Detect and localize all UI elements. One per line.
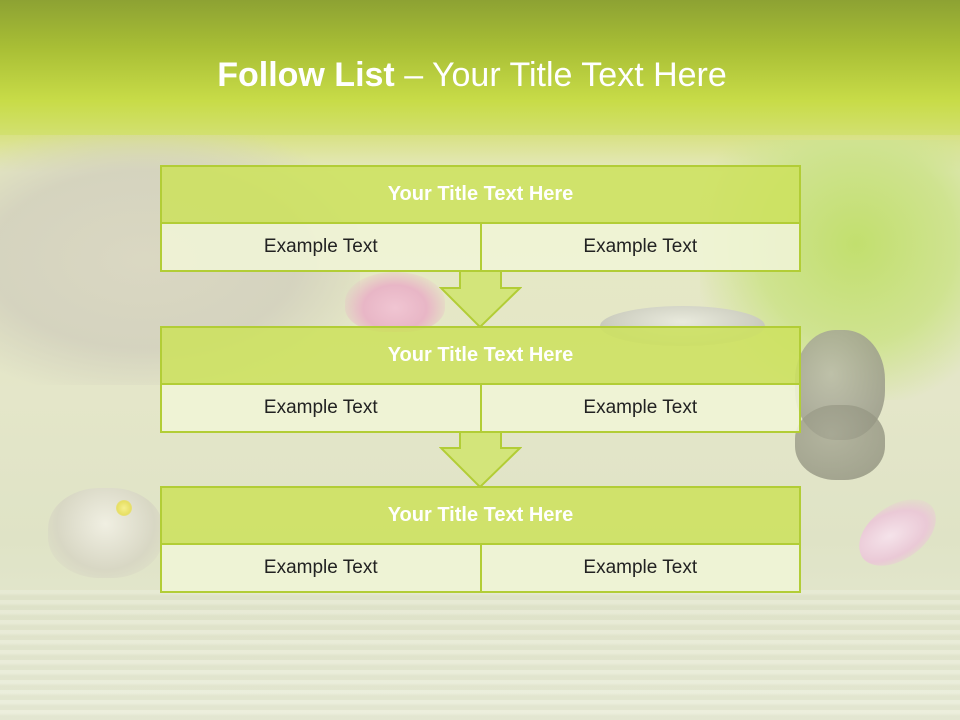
background-top-band xyxy=(0,0,960,135)
background-candle-flame xyxy=(116,500,132,516)
block-cell-left: Example Text xyxy=(162,224,480,270)
slide-title: Follow List – Your Title Text Here xyxy=(0,52,944,98)
block-row: Example Text Example Text xyxy=(162,385,799,431)
list-block-2: Your Title Text Here Example Text Exampl… xyxy=(160,326,801,433)
down-arrow-icon xyxy=(439,271,522,329)
block-cell-left: Example Text xyxy=(162,545,480,591)
background-candle xyxy=(48,488,163,578)
slide-title-rest: – Your Title Text Here xyxy=(394,56,727,94)
background-petal xyxy=(847,489,948,576)
block-cell-right: Example Text xyxy=(479,224,799,270)
list-block-3: Your Title Text Here Example Text Exampl… xyxy=(160,486,801,593)
block-cell-left: Example Text xyxy=(162,385,480,431)
down-arrow-icon xyxy=(439,431,522,489)
background-flower xyxy=(345,272,445,332)
block-cell-right: Example Text xyxy=(479,545,799,591)
block-row: Example Text Example Text xyxy=(162,545,799,591)
block-title: Your Title Text Here xyxy=(162,488,799,545)
block-title: Your Title Text Here xyxy=(162,167,799,224)
slide-title-bold: Follow List xyxy=(217,56,395,94)
background-water xyxy=(0,590,960,720)
background-stone xyxy=(795,405,885,480)
block-title: Your Title Text Here xyxy=(162,328,799,385)
block-cell-right: Example Text xyxy=(479,385,799,431)
list-block-1: Your Title Text Here Example Text Exampl… xyxy=(160,165,801,272)
block-row: Example Text Example Text xyxy=(162,224,799,270)
